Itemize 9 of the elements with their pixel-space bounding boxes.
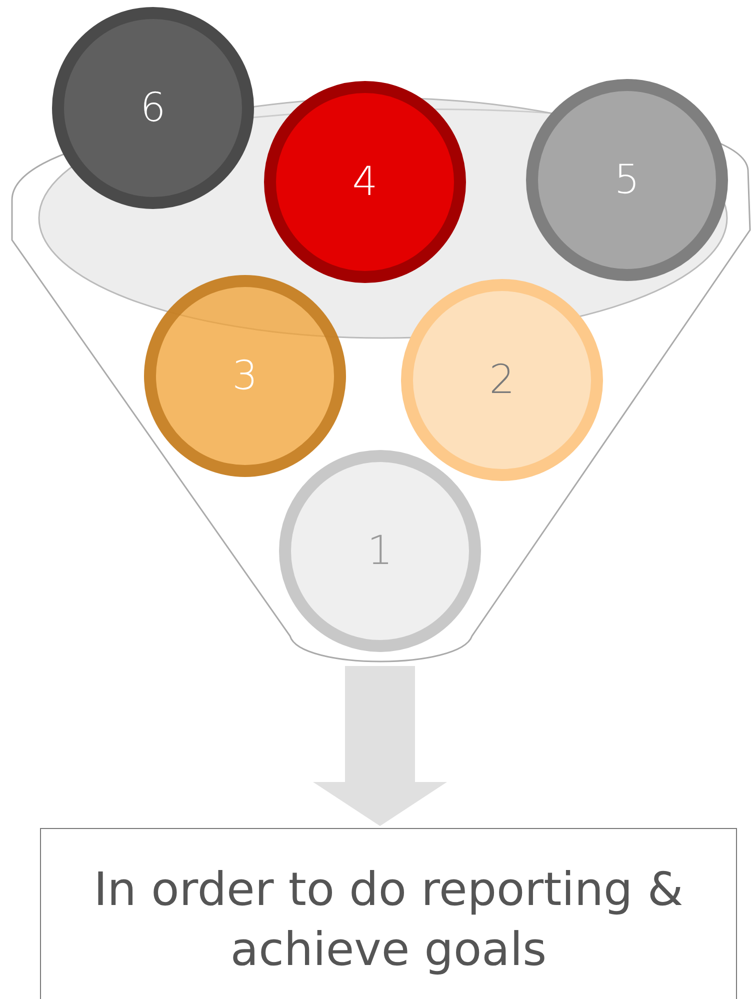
block-arrow [313, 666, 447, 826]
number-circle: 2 [401, 279, 603, 481]
number-circle: 5 [526, 79, 728, 281]
number-circle: 4 [264, 81, 466, 283]
result-text: In order to do reporting & achieve goals [92, 861, 684, 978]
number-circle: 3 [144, 275, 346, 477]
result-box [40, 828, 737, 999]
number-circle: 6 [52, 7, 254, 209]
number-circle: 1 [279, 450, 481, 652]
